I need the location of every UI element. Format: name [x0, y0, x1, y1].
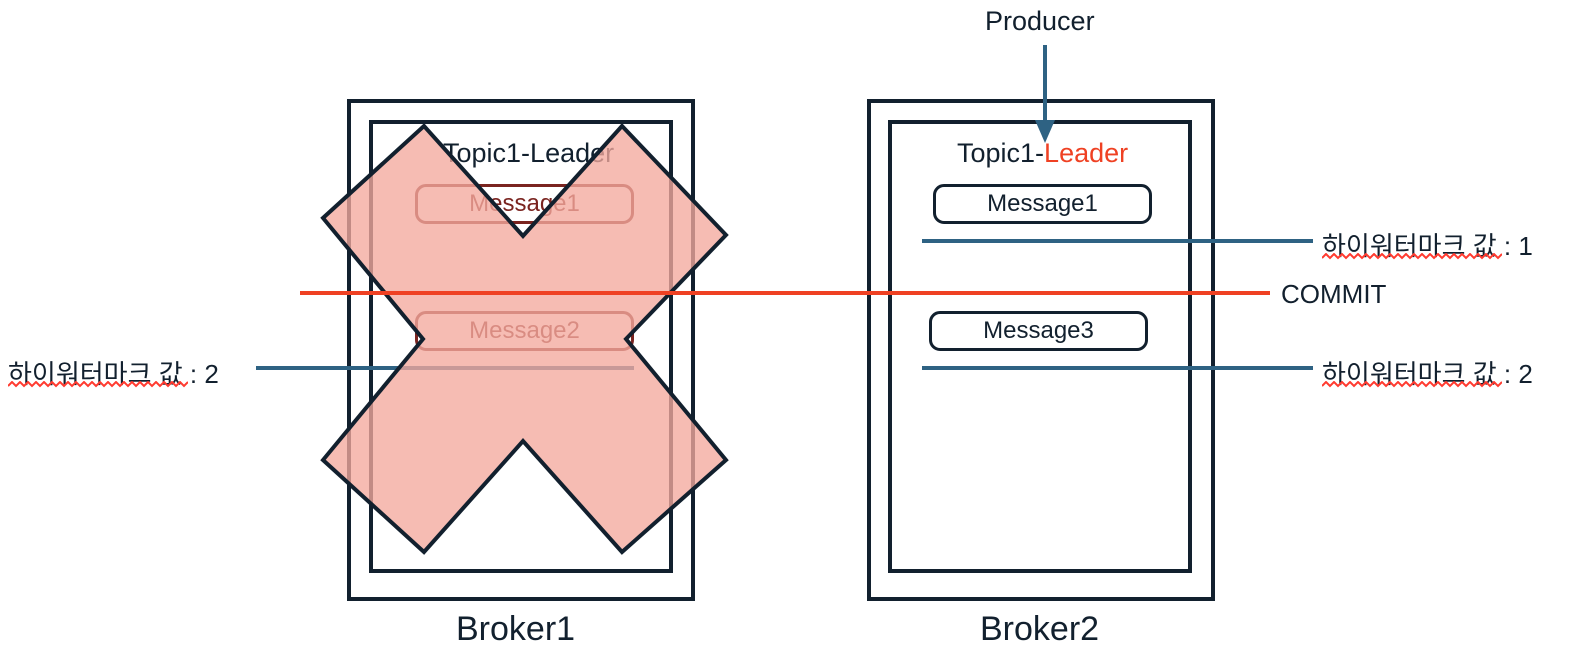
broker2-topic-prefix: Topic1- [957, 138, 1045, 168]
broker1-failure-x-icon [320, 123, 729, 555]
broker2-watermark-label-1: 하이워터마크 값 : 1 [1322, 231, 1533, 261]
broker2-outer-box [867, 99, 1215, 601]
broker2-topic-title: Topic1-Leader [957, 140, 1128, 167]
broker1-outer-box [347, 99, 695, 601]
broker2-message-label-1: Message1 [987, 190, 1098, 217]
broker1-inner-box [369, 120, 673, 573]
broker1-watermark-label: 하이워터마크 값 : 2 [8, 359, 219, 389]
producer-arrow [1035, 45, 1055, 143]
producer-label: Producer [985, 6, 1095, 36]
broker2-message-label-2: Message3 [983, 317, 1094, 344]
broker2-watermark-label-2: 하이워터마크 값 : 2 [1322, 359, 1533, 389]
broker2-message-box-2: Message3 [929, 311, 1148, 351]
broker2-name-label: Broker2 [980, 610, 1100, 648]
broker2-topic-role: Leader [1044, 138, 1129, 168]
broker2-message-box-1: Message1 [933, 184, 1152, 224]
broker1-name-label: Broker1 [456, 610, 576, 648]
commit-label: COMMIT [1281, 279, 1387, 309]
